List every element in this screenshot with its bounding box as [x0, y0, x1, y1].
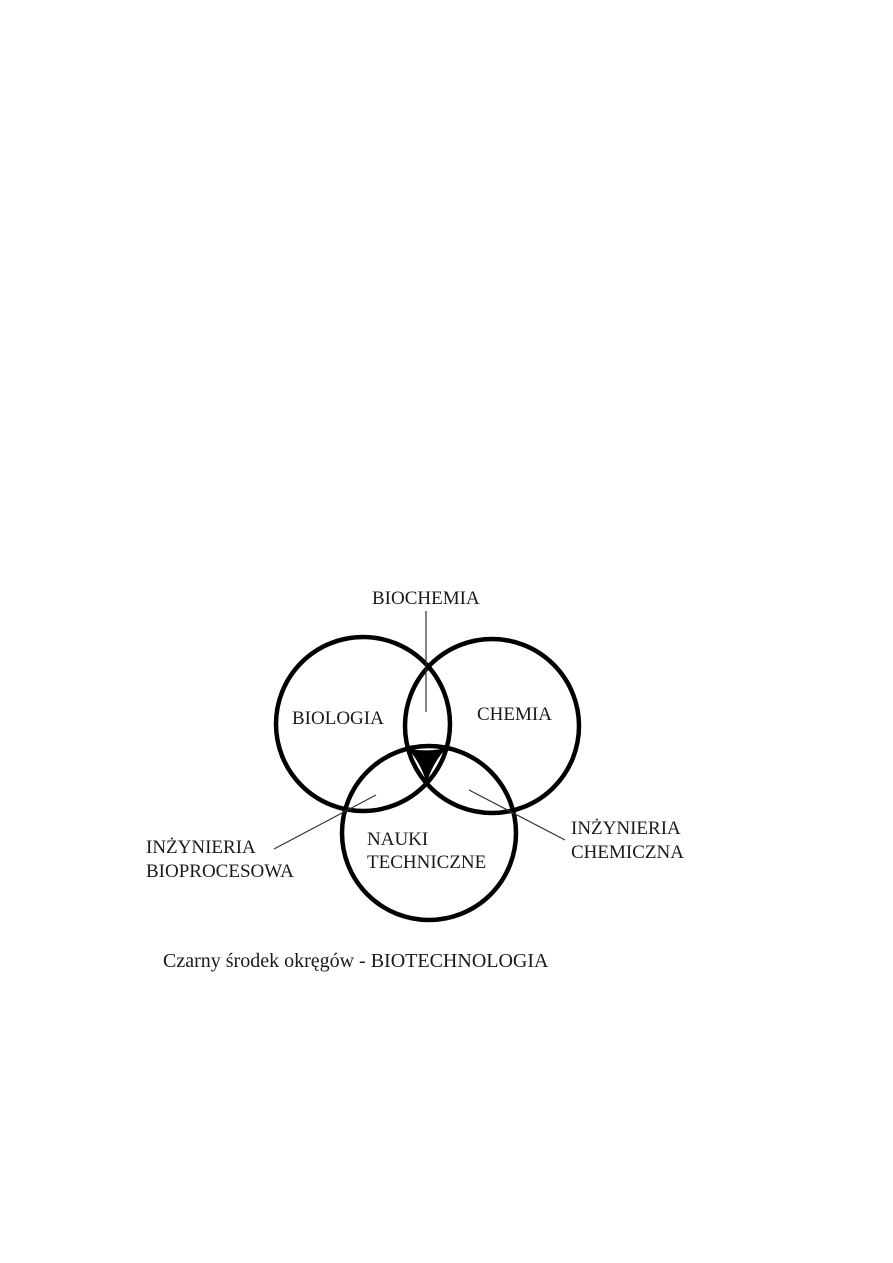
label-inzynieria-bio-2: BIOPROCESOWA [146, 861, 294, 882]
circle-nauki-techniczne [339, 743, 519, 923]
caption: Czarny środek okręgów - BIOTECHNOLOGIA [163, 950, 549, 972]
label-nauki: NAUKI [367, 829, 428, 850]
label-techniczne: TECHNICZNE [367, 852, 486, 873]
label-chemia: CHEMIA [477, 704, 552, 725]
circle-biologia [273, 634, 453, 814]
label-inzynieria-chem-1: INŻYNIERIA [571, 818, 681, 839]
leader-inzynieria-bioprocesowa [273, 794, 377, 850]
label-inzynieria-bio-1: INŻYNIERIA [146, 837, 256, 858]
circle-chemia [402, 636, 582, 816]
biotechnologia-center-region [407, 747, 447, 784]
leader-inzynieria-chemiczna [468, 789, 566, 841]
label-biochemia: BIOCHEMIA [372, 588, 480, 609]
label-inzynieria-chem-2: CHEMICZNA [571, 842, 684, 863]
label-biologia: BIOLOGIA [292, 708, 384, 729]
